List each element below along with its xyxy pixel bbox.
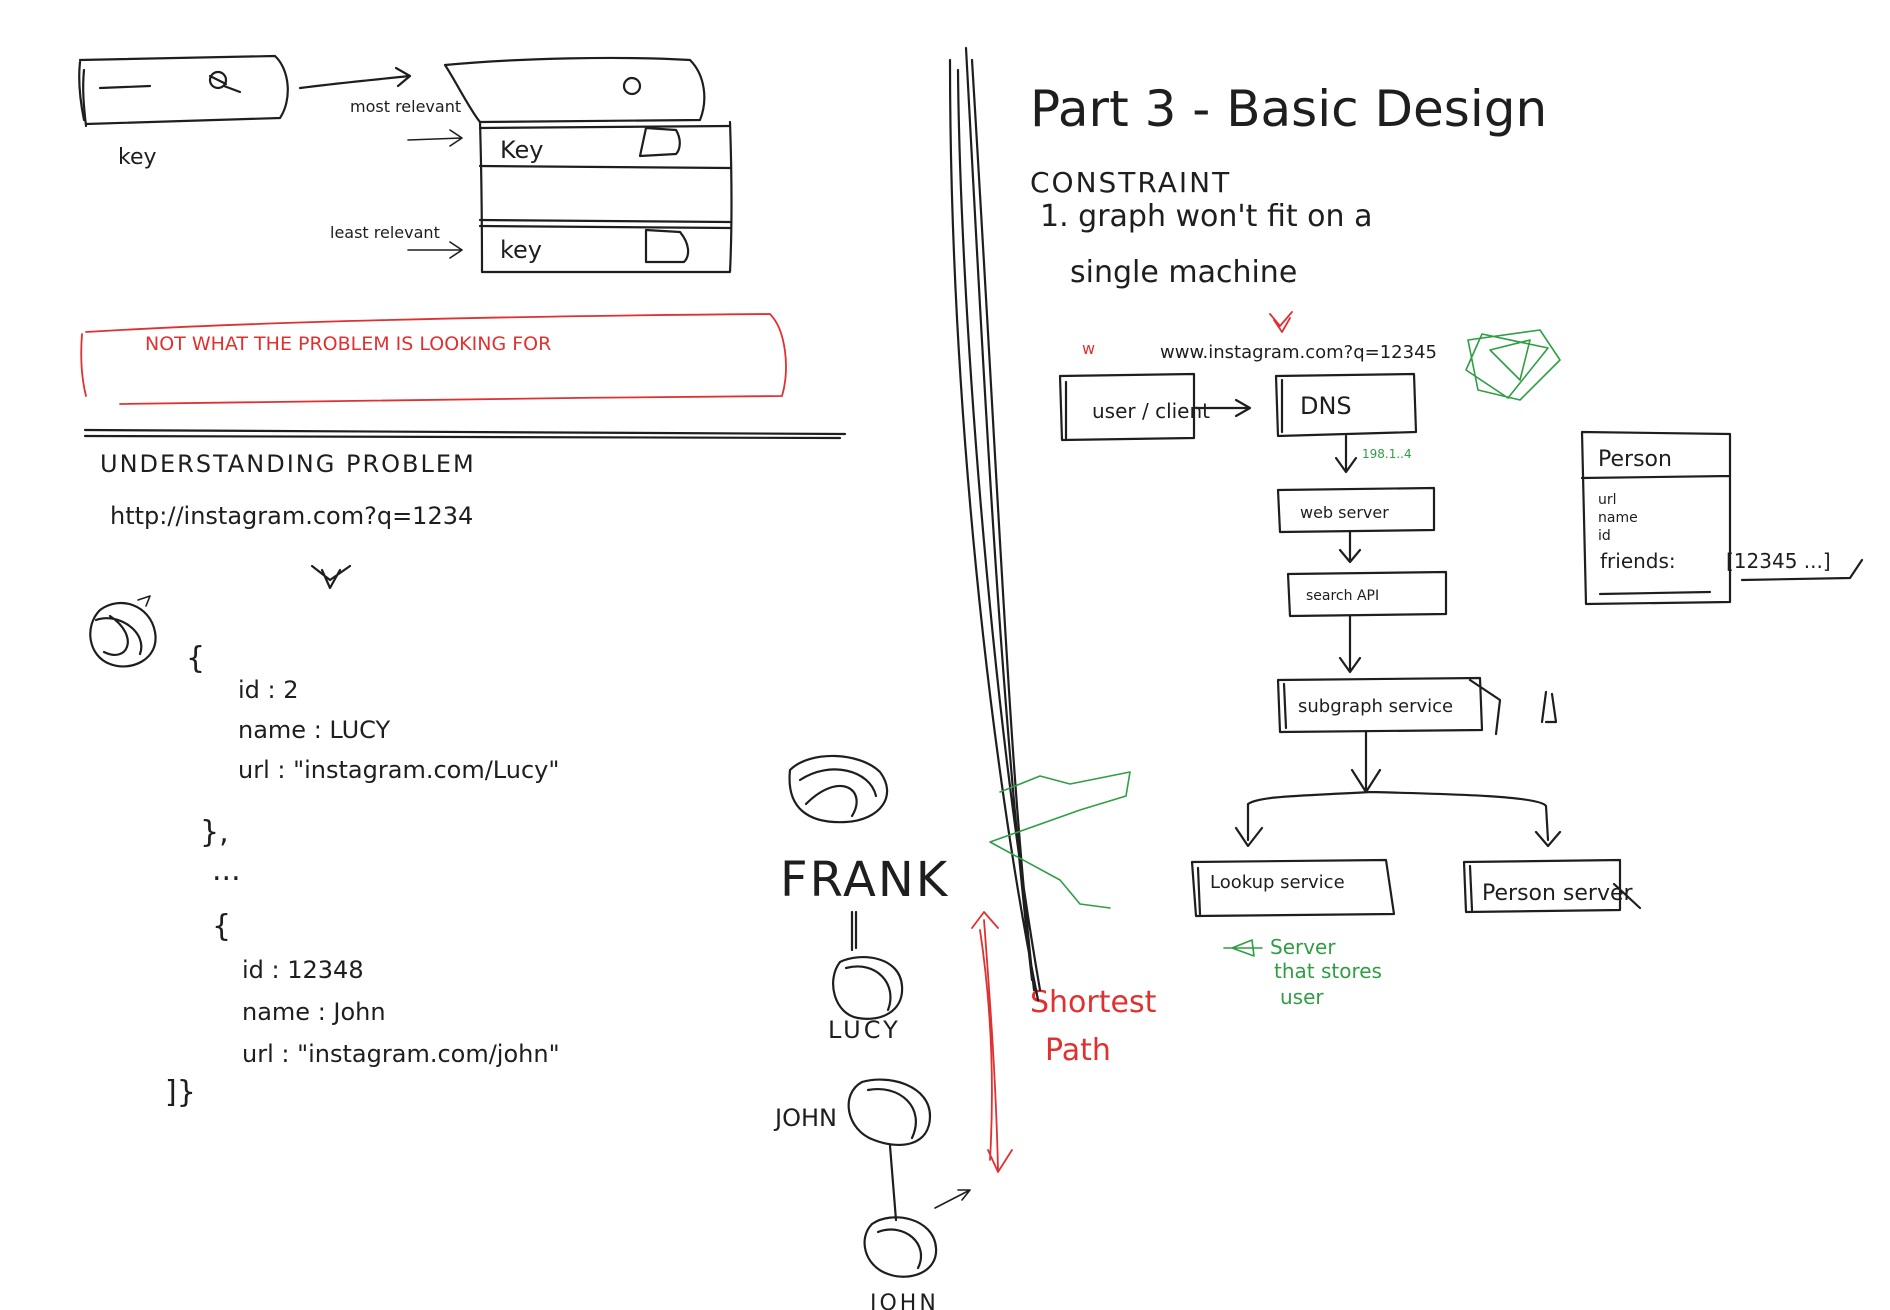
url-example: http://instagram.com?q=1234 bbox=[110, 502, 473, 530]
most-relevant-arrow bbox=[407, 129, 463, 147]
record1-name: name : LUCY bbox=[238, 716, 390, 744]
vertical-divider bbox=[948, 46, 1042, 1002]
result-bottom-thumbnail bbox=[644, 228, 690, 264]
shortest-path-arrow bbox=[971, 911, 1013, 1173]
green-scribble bbox=[989, 771, 1131, 909]
lucy-node bbox=[832, 956, 904, 1020]
person-server-box: Person server bbox=[1462, 858, 1642, 914]
json-open-brace-2: { bbox=[212, 909, 231, 944]
section-divider bbox=[83, 428, 847, 440]
arrow-user-dns bbox=[1194, 398, 1252, 418]
w-mark: w bbox=[1082, 339, 1095, 358]
bracket-mark bbox=[1540, 690, 1558, 724]
dns-label: DNS bbox=[1300, 392, 1352, 420]
lookup-note-2: that stores bbox=[1274, 959, 1382, 983]
lookup-note-1: Server bbox=[1270, 935, 1336, 959]
frank-node bbox=[788, 754, 889, 824]
design-title: Part 3 - Basic Design bbox=[1030, 80, 1547, 138]
person-card-title: Person bbox=[1598, 447, 1672, 472]
least-relevant-label: least relevant bbox=[330, 223, 440, 242]
arrow-search-subgraph bbox=[1338, 614, 1362, 674]
edge-frank-lucy bbox=[850, 910, 858, 952]
user-node-scribble bbox=[89, 595, 157, 668]
person-card-friends-value: [12345 ...] bbox=[1726, 549, 1831, 573]
person-card-field-id: id bbox=[1598, 528, 1611, 544]
john-bottom-label: JOHN bbox=[868, 1291, 939, 1310]
ip-hint: 198.1..4 bbox=[1362, 447, 1412, 461]
lookup-service-box: Lookup service bbox=[1190, 858, 1396, 918]
json-close-1: }, bbox=[200, 815, 229, 850]
web-server-box: web server bbox=[1276, 486, 1436, 534]
john-node-bottom bbox=[863, 1216, 938, 1278]
john-node-middle bbox=[847, 1078, 932, 1146]
arrow-web-search bbox=[1338, 530, 1362, 564]
green-note-arrow bbox=[1223, 939, 1263, 957]
record2-id: id : 12348 bbox=[242, 956, 364, 984]
section-title: UNDERSTANDING PROBLEM bbox=[100, 450, 476, 478]
down-arrow-1 bbox=[310, 564, 352, 590]
person-card-field-url: url bbox=[1598, 492, 1617, 508]
person-card: Person url name id friends: [12345 ...] bbox=[1580, 430, 1864, 606]
least-relevant-arrow bbox=[407, 241, 463, 259]
web-server-label: web server bbox=[1300, 503, 1389, 522]
john-pointer-arrow bbox=[934, 1189, 971, 1209]
search-box-sketch: key bbox=[78, 54, 289, 170]
result-bottom-key: key bbox=[500, 236, 542, 264]
user-client-box: user / client bbox=[1058, 372, 1210, 442]
arrow-to-results bbox=[298, 66, 412, 90]
green-network-scribble bbox=[1465, 329, 1561, 401]
lookup-note-3: user bbox=[1280, 985, 1324, 1009]
callout-text: NOT WHAT THE PROBLEM IS LOOKING FOR bbox=[145, 333, 551, 355]
record2-name: name : John bbox=[242, 998, 386, 1026]
split-arrows bbox=[1234, 730, 1562, 848]
search-api-label: search API bbox=[1306, 588, 1379, 604]
frank-label: FRANK bbox=[780, 852, 949, 908]
person-server-label: Person server bbox=[1482, 881, 1634, 906]
person-card-field-name: name bbox=[1598, 510, 1638, 526]
record1-id: id : 2 bbox=[238, 676, 299, 704]
callout-box: NOT WHAT THE PROBLEM IS LOOKING FOR bbox=[80, 313, 787, 405]
ellipsis: ... bbox=[212, 853, 241, 888]
subgraph-service-box: subgraph service bbox=[1276, 676, 1502, 736]
constraint-label: CONSTRAINT bbox=[1030, 166, 1231, 199]
red-down-arrow bbox=[1269, 311, 1293, 333]
lucy-label: LUCY bbox=[828, 1016, 901, 1044]
result-top-key: Key bbox=[500, 136, 544, 164]
user-client-label: user / client bbox=[1092, 399, 1210, 423]
constraint-line-1: 1. graph won't fit on a bbox=[1040, 199, 1372, 234]
constraint-line-2: single machine bbox=[1070, 255, 1297, 290]
john-left-label: JOHN bbox=[773, 1104, 837, 1132]
record2-url: url : "instagram.com/john" bbox=[242, 1040, 560, 1068]
record1-url: url : "instagram.com/Lucy" bbox=[238, 756, 559, 784]
shortest-path-label-1: Shortest bbox=[1030, 985, 1157, 1020]
arrow-dns-web bbox=[1334, 434, 1358, 474]
magnifier-icon bbox=[208, 70, 228, 90]
ranked-results-sketch: Key key bbox=[443, 56, 733, 274]
most-relevant-label: most relevant bbox=[350, 97, 461, 116]
search-api-box: search API bbox=[1286, 570, 1448, 618]
edge-john-john bbox=[888, 1144, 898, 1222]
json-open-brace: { bbox=[186, 641, 205, 676]
json-close-all: ]} bbox=[165, 1075, 196, 1110]
result-magnifier-icon bbox=[622, 76, 642, 96]
search-key-label: key bbox=[118, 145, 157, 170]
person-card-field-friends: friends: bbox=[1600, 549, 1676, 573]
shortest-path-label-2: Path bbox=[1045, 1033, 1111, 1068]
lookup-service-label: Lookup service bbox=[1210, 872, 1345, 893]
dns-box: DNS bbox=[1274, 372, 1418, 438]
result-top-thumbnail bbox=[638, 126, 681, 158]
request-url: www.instagram.com?q=12345 bbox=[1160, 342, 1437, 363]
subgraph-service-label: subgraph service bbox=[1298, 696, 1453, 717]
